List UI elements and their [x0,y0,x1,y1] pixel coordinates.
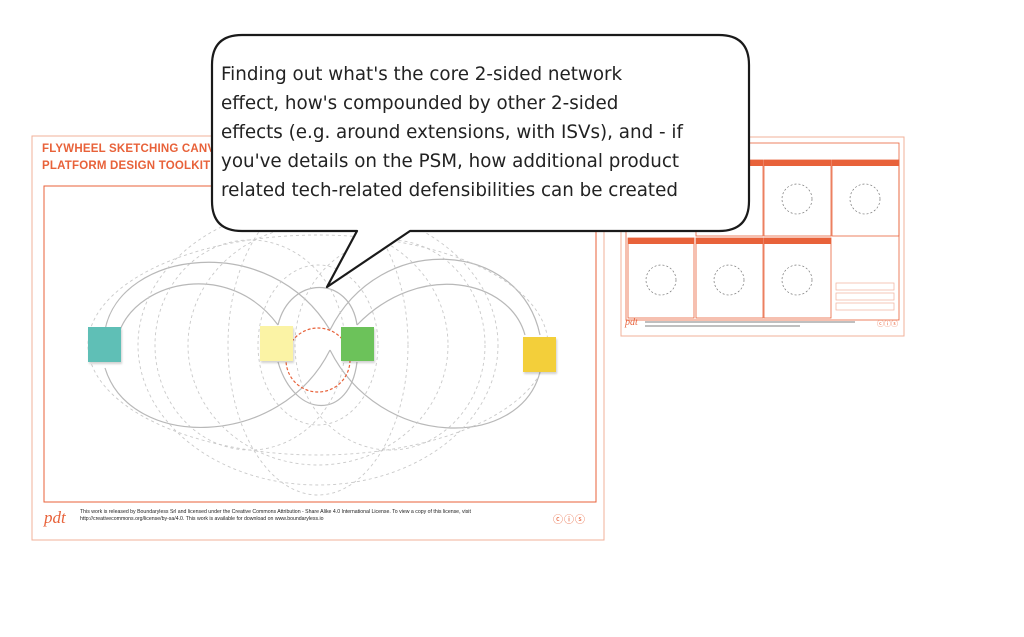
speech-bubble-shape [210,33,751,289]
callout-line-5: related tech-related defensibilities can… [221,180,678,201]
sticky-note-green[interactable] [341,327,374,361]
creative-commons-icon: ⓒⓘⓢ [553,515,586,526]
dashed-loop-3 [227,194,409,496]
sticky-note-yellow[interactable] [523,337,556,372]
speech-bubble-text: Finding out what's the core 2-sided netw… [221,60,751,205]
dashed-loop-6 [257,264,379,426]
mid-loop-left [119,283,279,331]
outer-loop-right-bottom [329,349,541,429]
sticky-note-teal[interactable] [88,327,121,362]
outer-loop-right-top [329,258,541,336]
thumbnail-cc-icon: ⓒⓘⓢ [877,320,898,328]
pdt-logo: pdt [44,508,66,527]
canvas-title-line1: FLYWHEEL SKETCHING CANVA [42,143,223,155]
sticky-note-light-yellow[interactable] [260,326,293,361]
outer-loop-left-bottom [104,349,331,429]
callout-line-3: effects (e.g. around extensions, with IS… [221,122,683,143]
flywheel-solid-loops [104,258,541,429]
outer-loop-left-top [104,261,331,331]
callout-line-2: effect, how's compounded by other 2-side… [221,93,619,114]
inner-loop-bottom [277,361,358,407]
mid-loop-right [356,283,526,336]
callout-line-1: Finding out what's the core 2-sided netw… [221,64,623,85]
canvas-title-line2: PLATFORM DESIGN TOOLKIT 2 [42,160,221,172]
inner-loop-top [277,287,358,326]
license-line2: http://creativecommons.org/license/by-sa… [80,516,324,522]
license-line1: This work is released by Boundaryless Sr… [80,509,471,515]
callout-line-4: you've details on the PSM, how additiona… [221,151,680,172]
thumbnail-pdt-logo: pdt [625,317,638,328]
license-text: This work is released by Boundaryless Sr… [80,509,471,523]
